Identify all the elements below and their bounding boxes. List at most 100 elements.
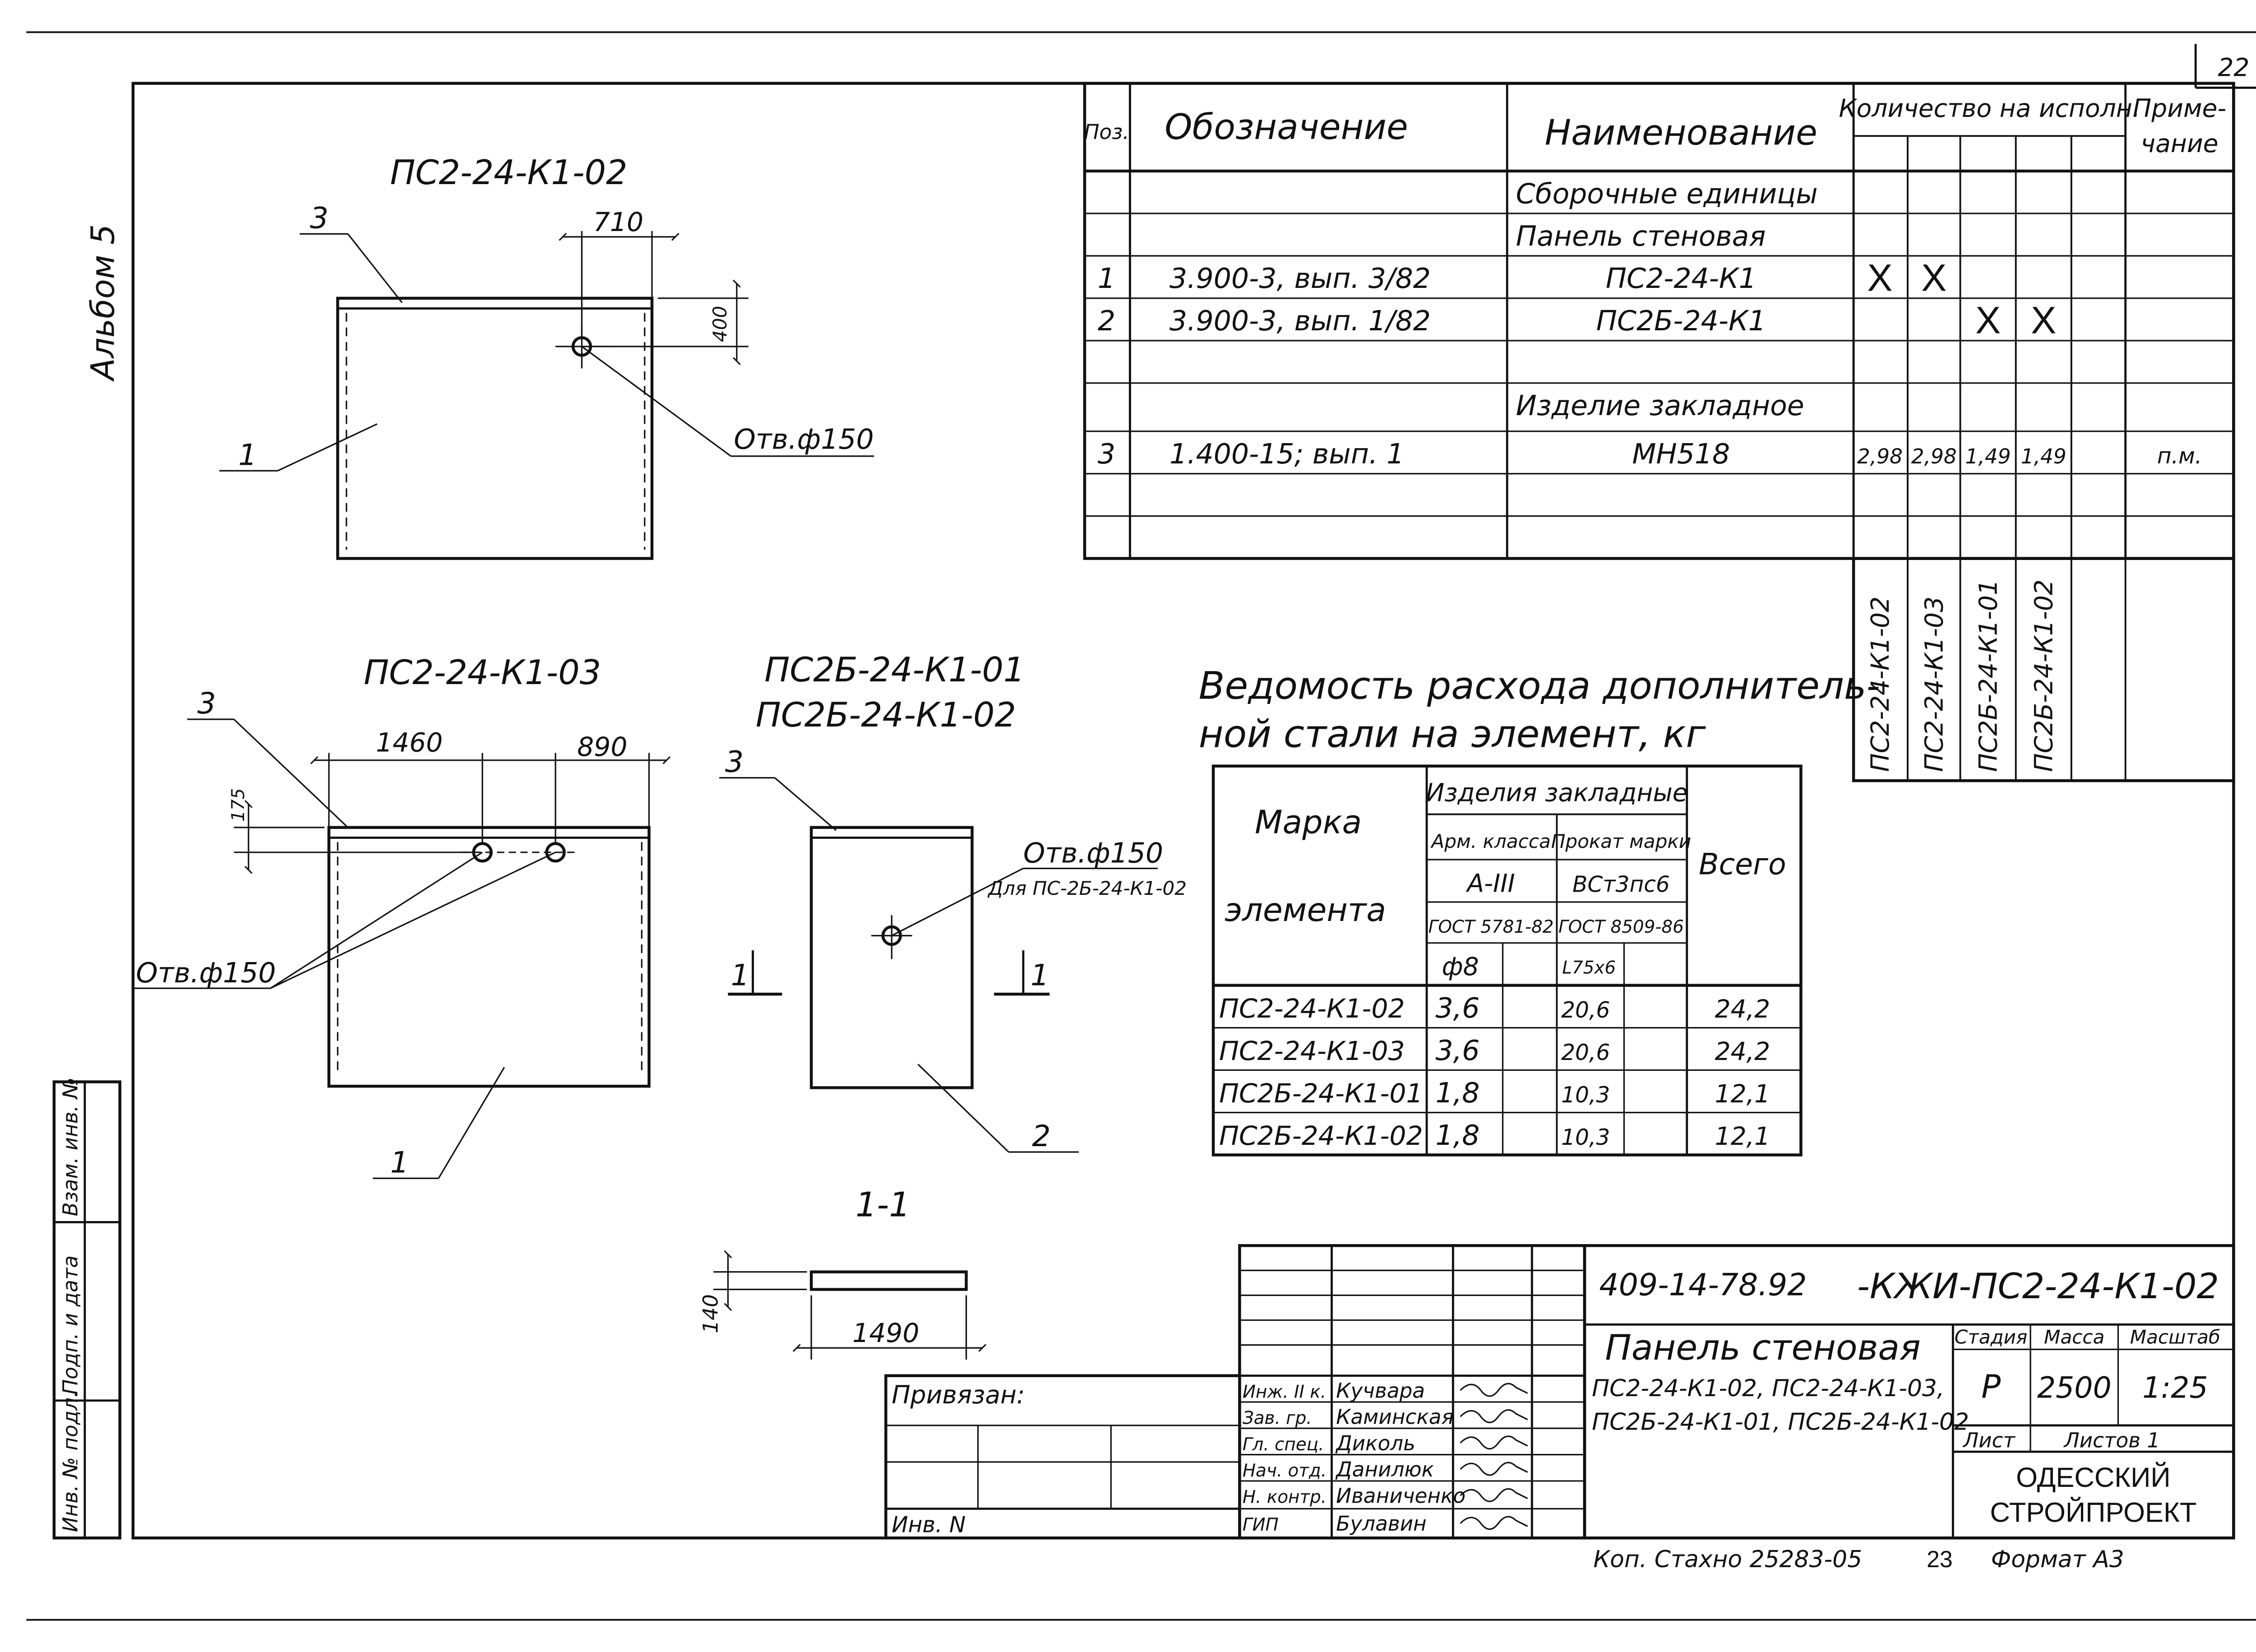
executions-block	[1852, 557, 2235, 782]
steel-title-2: ной стали на элемент, кг	[1199, 712, 1706, 756]
role-title: Гл. спец.	[1243, 1435, 1324, 1455]
view-2-dim-890: 890	[577, 731, 627, 762]
steel-h-total: Всего	[1699, 847, 1786, 881]
album-label: Альбом 5	[84, 224, 122, 382]
steel-prokat: 20,6	[1561, 998, 1610, 1023]
view-3-cut-right: 1	[1031, 959, 1049, 993]
spec-name: Сборочные единицы	[1516, 177, 1818, 210]
view-2-hole-label: Отв.ф150	[136, 957, 276, 989]
steel-arm: 1,8	[1435, 1077, 1479, 1109]
role-title: ГИП	[1243, 1515, 1279, 1535]
signature	[1460, 1488, 1528, 1502]
scale-header: Масштаб	[2130, 1326, 2220, 1348]
privyazan-label: Привязан:	[892, 1380, 1025, 1409]
steel-arm: 3,6	[1435, 1034, 1479, 1067]
spec-pos: 3	[1098, 438, 1115, 470]
steel-title-1: Ведомость расхода дополнитель-	[1199, 664, 1880, 708]
org-name-2: СТРОЙПРОЕКТ	[1990, 1497, 2196, 1528]
code-right: -КЖИ-ПС2-24-К1-02	[1857, 1266, 2219, 1307]
stage-value: Р	[1981, 1368, 2001, 1405]
stage-header: Стадия	[1955, 1326, 2028, 1348]
view-ps2-24-k1-03: ПС2-24-К1-03 1460 890 175 Отв.ф150 3 1	[133, 653, 671, 1180]
execution-labels: ПС2-24-К1-02 ПС2-24-К1-03 ПС2Б-24-К1-01 ПС2…	[1866, 579, 2058, 772]
steel-total: 12,1	[1715, 1122, 1771, 1151]
spec-qty: 2,98	[1857, 444, 1903, 468]
spec-qty: X	[1867, 257, 1892, 299]
view-1-dim-400: 400	[709, 306, 731, 342]
view-ps2b-24-k1-01: ПС2Б-24-К1-01 ПС2Б-24-К1-02 Отв.ф150 Для…	[719, 650, 1187, 1153]
stamp-sign-date: Подп. и дата	[59, 1255, 83, 1395]
view-1-dim-710: 710	[593, 207, 643, 237]
execution-label: ПС2-24-К1-02	[1866, 597, 1895, 772]
steel-mark: ПС2-24-К1-02	[1219, 993, 1405, 1024]
steel-h-gost2: ГОСТ 8509-86	[1558, 917, 1684, 937]
view-3-cut-left: 1	[731, 959, 749, 993]
steel-total: 24,2	[1715, 1037, 1771, 1066]
signature	[1460, 1383, 1528, 1397]
spec-qty: 1,49	[2021, 444, 2066, 468]
view-2-dim-1460: 1460	[376, 727, 443, 758]
spec-name: Панель стеновая	[1516, 220, 1766, 252]
spec-h-qty: Количество на исполн.	[1839, 94, 2140, 123]
steel-prokat: 10,3	[1561, 1083, 1610, 1108]
spec-name: ПС2-24-К1	[1606, 262, 1757, 295]
view-3-title-2: ПС2Б-24-К1-02	[756, 695, 1016, 735]
view-3-hole-note: Для ПС-2Б-24-К1-02	[987, 877, 1187, 899]
role-person: Каминская	[1336, 1405, 1454, 1429]
steel-arm: 3,6	[1435, 992, 1479, 1024]
specification-table: Поз. Обозначение Наименование Количество…	[1083, 82, 2235, 782]
mass-header: Масса	[2044, 1326, 2104, 1348]
steel-h-a3: А-III	[1465, 869, 1515, 898]
steel-total: 12,1	[1715, 1079, 1771, 1108]
mass-value: 2500	[2037, 1371, 2112, 1405]
view-3-panel	[809, 826, 974, 1089]
steel-total: 24,2	[1715, 995, 1771, 1023]
spec-qty: 2,98	[1911, 444, 1957, 468]
page-number-box: 22	[2194, 44, 2256, 89]
view-3-callout-3: 3	[725, 745, 744, 779]
stamp-replaced-inv: Взам. инв. №	[59, 1078, 83, 1217]
section-profile	[809, 1270, 968, 1291]
steel-mark: ПС2Б-24-К1-02	[1219, 1120, 1423, 1151]
signature	[1460, 1435, 1528, 1450]
steel-mark: ПС2-24-К1-03	[1219, 1036, 1405, 1066]
view-2-callout-1: 1	[390, 1146, 409, 1180]
doc-line-2: ПС2-24-К1-02, ПС2-24-К1-03,	[1592, 1375, 1944, 1402]
view-2-dim-175: 175	[228, 788, 249, 822]
spec-qty: X	[1921, 257, 1946, 299]
spec-h-name: Наименование	[1545, 113, 1817, 153]
section-dim-1490: 1490	[852, 1318, 919, 1348]
steel-prokat: 20,6	[1561, 1040, 1610, 1065]
doc-line-3: ПС2Б-24-К1-01, ПС2Б-24-К1-02	[1592, 1409, 1969, 1436]
steel-h-gost1: ГОСТ 5781-82	[1428, 917, 1554, 937]
execution-label: ПС2Б-24-К1-01	[1974, 579, 2003, 772]
sheets-count: Листов 1	[2063, 1428, 2160, 1452]
role-person: Кучвара	[1336, 1379, 1425, 1402]
steel-h-d8: ф8	[1442, 952, 1479, 981]
spec-designation: 1.400-15; вып. 1	[1170, 438, 1404, 470]
role-title: Инж. II к.	[1243, 1382, 1326, 1402]
role-person: Булавин	[1336, 1512, 1427, 1536]
view-3-title-1: ПС2Б-24-К1-01	[764, 650, 1025, 689]
execution-label: ПС2-24-К1-03	[1920, 597, 1949, 772]
execution-label: ПС2Б-24-К1-02	[2029, 579, 2058, 772]
spec-pos: 1	[1098, 262, 1115, 295]
spec-qty: 1,49	[1965, 444, 2011, 468]
role-person: Данилюк	[1335, 1458, 1434, 1481]
steel-h-arm: Арм. класса	[1430, 830, 1550, 852]
footer-sheet: 23	[1927, 1546, 1953, 1572]
view-1-callout-1: 1	[238, 438, 257, 472]
spec-h-pos: Поз.	[1084, 120, 1129, 144]
view-1-hole-label: Отв.ф150	[734, 423, 874, 456]
sheet-header: Лист	[1962, 1428, 2016, 1452]
view-ps2-24-k1-02: ПС2-24-К1-02 710 400 Отв.ф150 3 1	[219, 153, 874, 560]
spec-name: Изделие закладное	[1516, 389, 1804, 422]
inv-label: Инв. N	[892, 1512, 966, 1537]
footer-copied: Коп. Стахно 25283-05	[1593, 1546, 1862, 1573]
steel-h-group: Изделия закладные	[1426, 778, 1688, 807]
steel-h-l: L75х6	[1562, 958, 1616, 978]
